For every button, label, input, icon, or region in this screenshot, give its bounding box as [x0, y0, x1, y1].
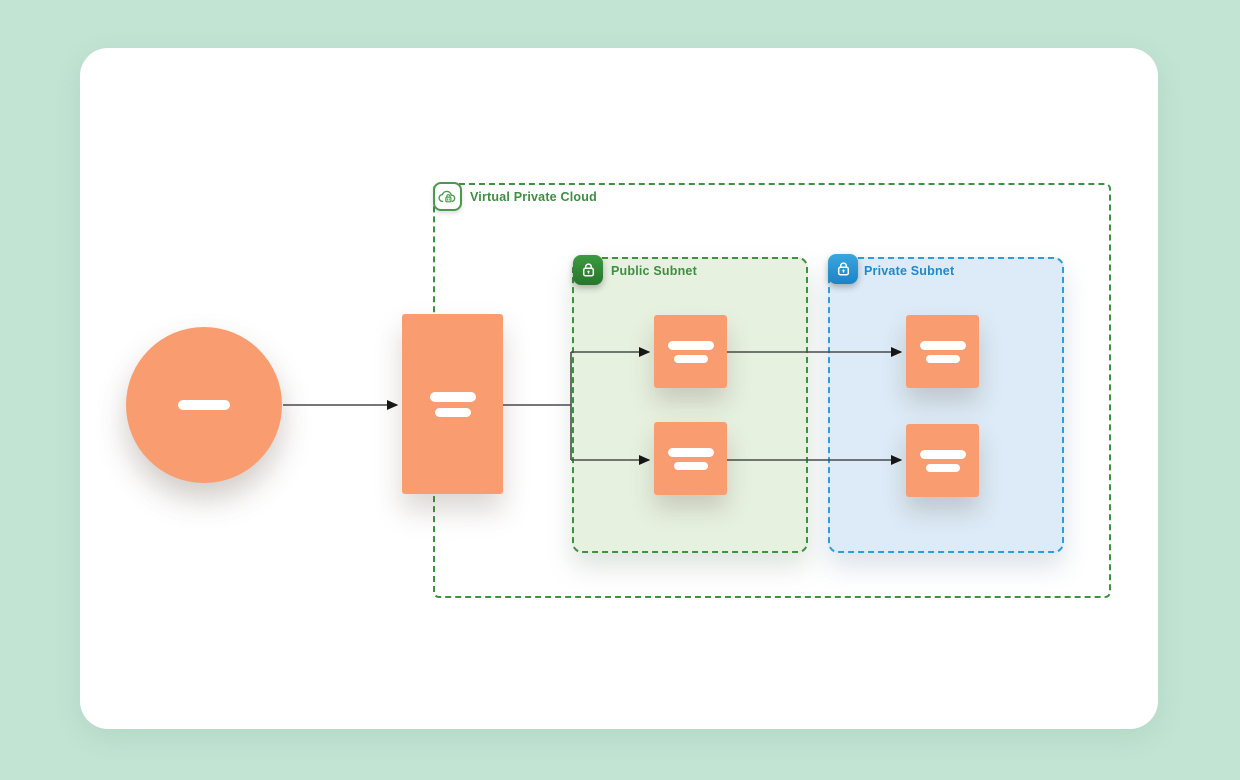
public-subnet-container	[572, 257, 808, 553]
placeholder-bar	[925, 354, 960, 363]
placeholder-bar	[429, 391, 476, 402]
lock-icon	[581, 262, 596, 278]
placeholder-bar	[919, 449, 966, 459]
placeholder-bar	[673, 354, 708, 363]
placeholder-bar	[673, 461, 708, 470]
placeholder-bar	[667, 340, 714, 350]
public-subnet-badge	[573, 255, 603, 285]
vpc-label: Virtual Private Cloud	[470, 190, 597, 204]
placeholder-bar	[919, 340, 966, 350]
node-public-instance-2	[654, 422, 727, 495]
node-public-instance-1	[654, 315, 727, 388]
vpc-badge	[433, 182, 462, 211]
node-client-circle	[126, 327, 282, 483]
placeholder-bar	[178, 400, 230, 410]
placeholder-bar	[667, 447, 714, 457]
node-private-instance-1	[906, 315, 979, 388]
private-subnet-label: Private Subnet	[864, 264, 955, 278]
cloud-lock-icon	[438, 189, 457, 204]
placeholder-bar	[925, 463, 960, 472]
private-subnet-badge	[828, 254, 858, 284]
lock-icon	[836, 261, 851, 277]
private-subnet-container	[828, 257, 1064, 553]
node-gateway-rect	[402, 314, 503, 494]
public-subnet-label: Public Subnet	[611, 264, 697, 278]
placeholder-bar	[434, 407, 471, 417]
node-private-instance-2	[906, 424, 979, 497]
